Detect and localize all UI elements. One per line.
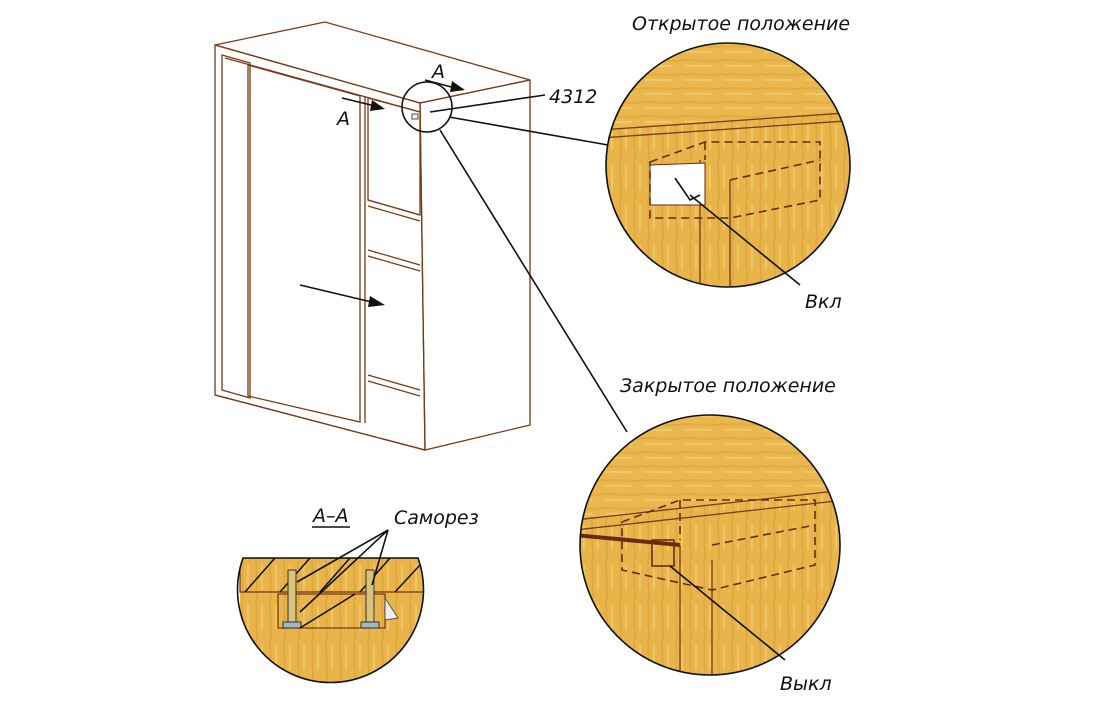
on-leader-line	[689, 194, 801, 286]
section-arrow-top	[424, 79, 456, 89]
part-number: 4312	[549, 86, 597, 108]
section-a-a-detail	[239, 558, 424, 683]
screw-label: Саморез	[394, 507, 479, 529]
screw-right	[360, 569, 380, 629]
closed-position-title: Закрытое положение	[620, 375, 836, 397]
detail-callout-circle	[401, 81, 453, 133]
screw-leader-right	[371, 529, 389, 586]
wardrobe-illustration	[214, 21, 628, 451]
screw-leader-left	[296, 529, 389, 583]
section-label-top: A	[430, 61, 445, 83]
open-position-detail	[606, 43, 850, 287]
on-label: Вкл	[805, 291, 842, 313]
section-arrow-left	[341, 97, 376, 107]
cabinet-side	[419, 79, 531, 451]
off-leader-line	[669, 565, 786, 661]
part-leader-line	[429, 94, 546, 113]
cabinet-front	[214, 44, 426, 451]
cabinet-top	[214, 21, 531, 104]
slide-direction-arrow	[299, 284, 381, 305]
closed-position-detail	[580, 415, 840, 675]
screw-left	[282, 569, 302, 629]
off-label: Выкл	[780, 673, 832, 695]
open-position-title: Открытое положение	[632, 13, 850, 35]
section-label-left: A	[335, 108, 350, 130]
section-title: A–A	[311, 505, 349, 527]
